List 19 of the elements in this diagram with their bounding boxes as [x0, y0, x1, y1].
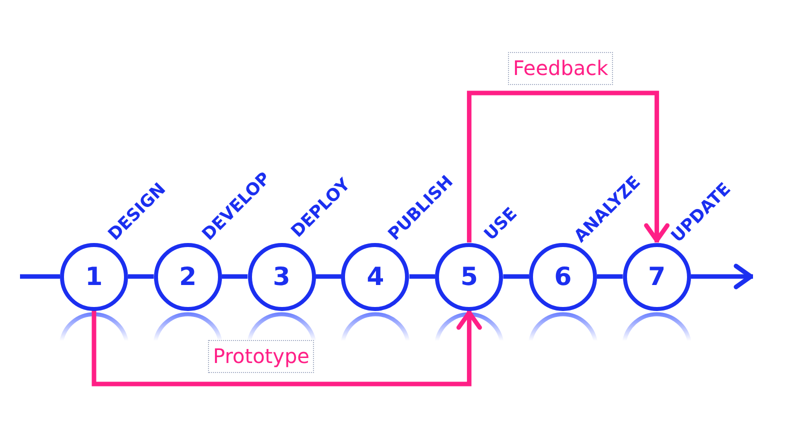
step-number: 3	[272, 264, 290, 289]
connector-line	[503, 274, 529, 279]
step-number: 7	[648, 264, 666, 289]
edge-label: Feedback	[508, 52, 614, 85]
connector-line	[316, 274, 342, 279]
connector-line	[128, 274, 154, 279]
arrow	[690, 264, 754, 290]
arrow	[466, 90, 670, 243]
edge-label: Prototype	[208, 340, 314, 373]
step-number: 6	[554, 264, 572, 289]
connector-line	[222, 274, 248, 279]
step-number: 1	[85, 264, 103, 289]
step-number: 4	[366, 264, 384, 289]
step-number: 5	[460, 264, 478, 289]
step-number: 2	[179, 264, 196, 289]
arrow	[92, 310, 482, 386]
connector-line	[597, 274, 623, 279]
connector-line	[409, 274, 436, 279]
connector-line	[20, 274, 60, 279]
